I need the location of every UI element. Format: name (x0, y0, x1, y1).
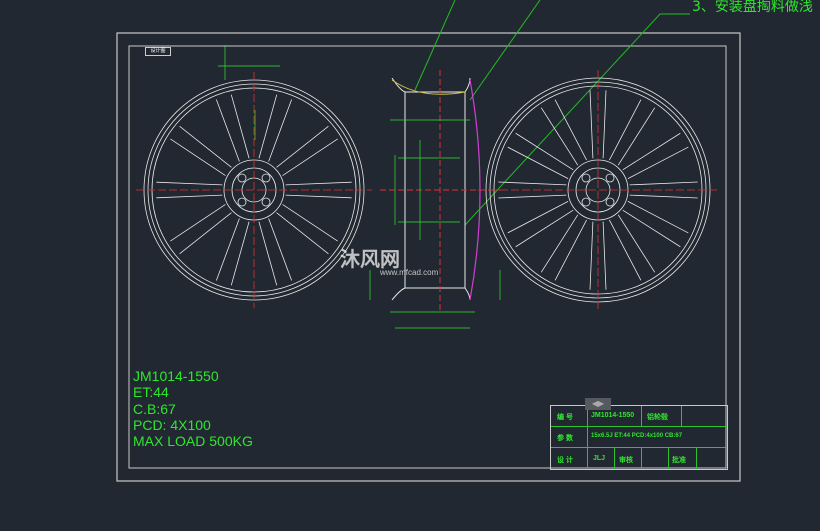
spec-text: JM1014-1550 ET:44 C.B:67 PCD: 4X100 MAX … (133, 368, 253, 449)
spoke-line (609, 99, 642, 161)
params-value: 15x6.5J ET:44 PCD:4x100 CB:67 (591, 433, 683, 439)
designer: JLJ (593, 455, 606, 462)
spoke-line (622, 209, 681, 248)
spec-model: JM1014-1550 (133, 368, 219, 384)
divider (551, 426, 727, 427)
spoke-line (540, 107, 579, 166)
spoke-line (629, 181, 698, 186)
lug-hole (605, 173, 615, 183)
spoke-line (230, 94, 250, 159)
spec-max-load: MAX LOAD 500KG (133, 433, 253, 450)
divider (681, 406, 682, 426)
spoke-line (179, 125, 232, 168)
spoke-line (498, 181, 567, 186)
spec-pcd: PCD: 4X100 (133, 416, 211, 433)
outer-frame (116, 32, 741, 482)
divider (614, 447, 615, 469)
hub-circle (575, 167, 621, 213)
divider (696, 447, 697, 469)
leader-lines (414, 0, 690, 226)
spoke-line (617, 107, 656, 166)
inner-frame (128, 45, 727, 469)
spoke-line (602, 221, 607, 290)
product-name: 铝轮毂 (647, 414, 668, 421)
spoke-line (170, 204, 226, 242)
review-label: 审核 (619, 457, 633, 464)
spoke-line (515, 132, 574, 171)
spoke-line (276, 212, 329, 255)
spoke-line (285, 194, 352, 199)
frame-tag: 设计图 (145, 47, 171, 56)
divider (641, 447, 642, 469)
spoke-line (170, 138, 226, 176)
watermark-text: 沐风网 (340, 249, 400, 271)
watermark-url: www.mfcad.com (380, 268, 439, 277)
spec-cb: C.B:67 (133, 400, 176, 417)
spoke-line (589, 90, 594, 159)
spoke-line (258, 94, 278, 159)
annotation-note: 3、安装盘掏料做浅 (692, 0, 813, 15)
spoke-line (156, 181, 223, 186)
spoke-line (498, 194, 567, 199)
divider (668, 447, 669, 469)
spoke-line (156, 194, 223, 199)
spoke-line (285, 181, 352, 186)
spoke-line (230, 221, 250, 286)
spoke-line (629, 194, 698, 199)
design-label: 设 计 (557, 457, 573, 464)
spoke-line (617, 214, 656, 273)
spoke-line (515, 209, 574, 248)
lug-hole (237, 173, 247, 183)
spoke-line (258, 221, 278, 286)
wheel-front-view (136, 72, 372, 308)
spoke-line (602, 90, 607, 159)
params-label: 参 数 (557, 435, 573, 442)
dimension-lines-front (218, 45, 280, 140)
lug-hole (581, 197, 591, 207)
spoke-line (622, 132, 681, 171)
spoke-line (609, 219, 642, 281)
lug-hole (581, 173, 591, 183)
spoke-line (554, 219, 587, 281)
spoke-line (554, 99, 587, 161)
spoke-line (507, 201, 569, 234)
lug-hole (261, 173, 271, 183)
spoke-line (282, 204, 338, 242)
divider (587, 406, 588, 469)
spoke-line (627, 201, 689, 234)
spoke-line (179, 212, 232, 255)
title-block: 编 号 JM1014-1550 铝轮毂 参 数 15x6.5J ET:44 PC… (550, 405, 728, 470)
wheel-section-view (369, 70, 501, 329)
spoke-line (627, 146, 689, 179)
number-value: JM1014-1550 (591, 412, 635, 419)
viewport-nav-arrows[interactable]: ◀▶ (585, 398, 611, 410)
spoke-line (215, 99, 240, 162)
wheel-back-view (478, 70, 718, 310)
lug-hole (237, 197, 247, 207)
spoke-line (589, 221, 594, 290)
spec-et: ET:44 (133, 384, 169, 401)
divider (551, 447, 727, 448)
spoke-line (276, 125, 329, 168)
spoke-line (268, 218, 293, 281)
spoke-line (268, 99, 293, 162)
number-label: 编 号 (557, 414, 573, 421)
spoke-line (215, 218, 240, 281)
lug-hole (261, 197, 271, 207)
divider (641, 406, 642, 426)
spoke-line (540, 214, 579, 273)
approve-label: 批准 (672, 457, 686, 464)
spoke-line (282, 138, 338, 176)
spoke-line (507, 146, 569, 179)
lug-hole (605, 197, 615, 207)
